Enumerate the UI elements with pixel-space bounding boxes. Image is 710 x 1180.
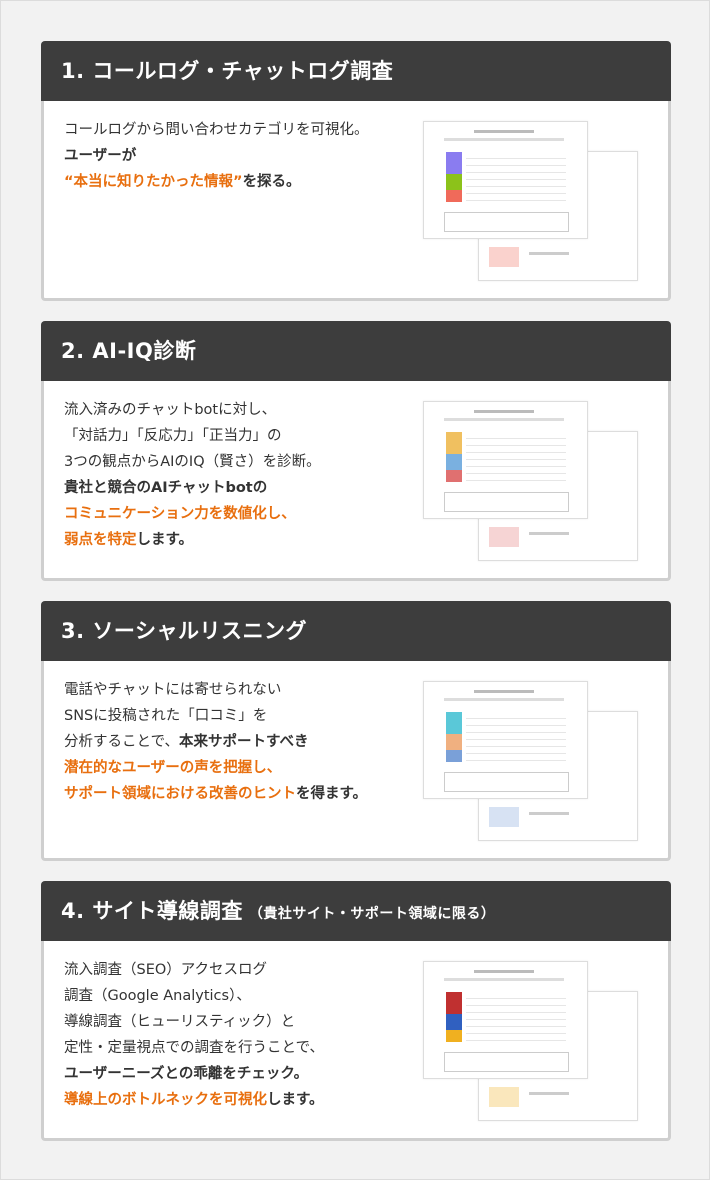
description-line: 定性・定量視点での調査を行うことで、: [64, 1035, 324, 1061]
text-segment: “本当に知りたかった情報”: [64, 174, 243, 190]
description-line: コールログから問い合わせカテゴリを可視化。: [64, 117, 369, 143]
text-segment: 貴社と競合のAIチャットbotの: [64, 480, 268, 496]
text-segment: ユーザーが: [64, 148, 137, 164]
section-title-text: 1. コールログ・チャットログ調査: [61, 59, 394, 83]
description-line: “本当に知りたかった情報”を探る。: [64, 169, 369, 195]
text-segment: します。: [136, 532, 194, 548]
section-card-2: 2. AI-IQ診断流入済みのチャットbotに対し、「対話力」「反応力」「正当力…: [41, 321, 671, 581]
text-segment: を探る。: [242, 174, 301, 190]
text-segment: サポート領域における改善のヒント: [64, 786, 296, 802]
text-segment: 本来サポートすべき: [178, 734, 309, 750]
text-segment: 弱点を特定: [64, 532, 137, 548]
text-segment: 定性・定量視点での調査を行うことで、: [64, 1040, 324, 1056]
description-line: 調査（Google Analytics）、: [64, 983, 324, 1009]
section-title-text: 3. ソーシャルリスニング: [61, 619, 307, 643]
section-title: 3. ソーシャルリスニング: [41, 601, 671, 661]
text-segment: ユーザーニーズとの乖離をチェック。: [64, 1066, 309, 1082]
text-segment: 「対話力」「反応力」「正当力」の: [64, 428, 282, 444]
site-flow-report-image: [423, 961, 638, 1121]
description-line: ユーザーが: [64, 143, 369, 169]
section-title: 4. サイト導線調査 （貴社サイト・サポート領域に限る）: [41, 881, 671, 941]
text-segment: 流入済みのチャットbotに対し、: [64, 402, 277, 418]
section-title: 2. AI-IQ診断: [41, 321, 671, 381]
description-line: 導線調査（ヒューリスティック）と: [64, 1009, 324, 1035]
text-segment: 電話やチャットには寄せられない: [64, 682, 282, 698]
text-segment: コミュニケーション力を数値化し、: [64, 506, 296, 522]
description-line: 弱点を特定します。: [64, 527, 321, 553]
section-title-text: 2. AI-IQ診断: [61, 339, 197, 363]
section-description: 流入済みのチャットbotに対し、「対話力」「反応力」「正当力」の 3つの観点からA…: [64, 397, 321, 553]
description-line: 電話やチャットには寄せられない: [64, 677, 367, 703]
call-log-report-image: [423, 121, 638, 281]
text-segment: 潜在的なユーザーの声を把握し、: [64, 760, 282, 776]
section-description: コールログから問い合わせカテゴリを可視化。ユーザーが “本当に知りたかった情報”を…: [64, 117, 369, 195]
description-line: コミュニケーション力を数値化し、: [64, 501, 321, 527]
description-line: 流入調査（SEO）アクセスログ: [64, 957, 324, 983]
section-description: 流入調査（SEO）アクセスログ調査（Google Analytics）、導線調査…: [64, 957, 324, 1113]
description-line: SNSに投稿された「口コミ」を: [64, 703, 367, 729]
description-line: 「対話力」「反応力」「正当力」の: [64, 423, 321, 449]
text-segment: を得ます。: [296, 786, 368, 802]
section-title-text: 4. サイト導線調査: [61, 899, 243, 923]
description-line: ユーザーニーズとの乖離をチェック。: [64, 1061, 324, 1087]
text-segment: 流入調査（SEO）アクセスログ: [64, 962, 268, 978]
section-card-1: 1. コールログ・チャットログ調査コールログから問い合わせカテゴリを可視化。ユー…: [41, 41, 671, 301]
section-title: 1. コールログ・チャットログ調査: [41, 41, 671, 101]
description-line: 潜在的なユーザーの声を把握し、: [64, 755, 367, 781]
social-listening-report-image: [423, 681, 638, 841]
text-segment: コールログから問い合わせカテゴリを可視化。: [64, 122, 369, 138]
section-card-3: 3. ソーシャルリスニング電話やチャットには寄せられない SNSに投稿された「口コ…: [41, 601, 671, 861]
text-segment: SNSに投稿された「口コミ」を: [64, 708, 268, 724]
description-line: 導線上のボトルネックを可視化します。: [64, 1087, 324, 1113]
section-card-4: 4. サイト導線調査 （貴社サイト・サポート領域に限る） 流入調査（SEO）アクセス…: [41, 881, 671, 1141]
description-line: 分析することで、本来サポートすべき: [64, 729, 367, 755]
text-segment: 調査（Google Analytics）、: [64, 988, 251, 1004]
text-segment: します。: [267, 1092, 324, 1108]
text-segment: 導線調査（ヒューリスティック）と: [64, 1014, 296, 1030]
text-segment: 分析することで、: [64, 734, 179, 750]
ai-iq-report-image: [423, 401, 638, 561]
text-segment: 3つの観点からAIのIQ（賢さ）を診断。: [64, 454, 321, 470]
section-subtitle: （貴社サイト・サポート領域に限る）: [248, 906, 496, 922]
description-line: 流入済みのチャットbotに対し、: [64, 397, 321, 423]
description-line: 貴社と競合のAIチャットbotの: [64, 475, 321, 501]
text-segment: 導線上のボトルネックを可視化: [64, 1092, 267, 1108]
description-line: サポート領域における改善のヒントを得ます。: [64, 781, 367, 807]
description-line: 3つの観点からAIのIQ（賢さ）を診断。: [64, 449, 321, 475]
